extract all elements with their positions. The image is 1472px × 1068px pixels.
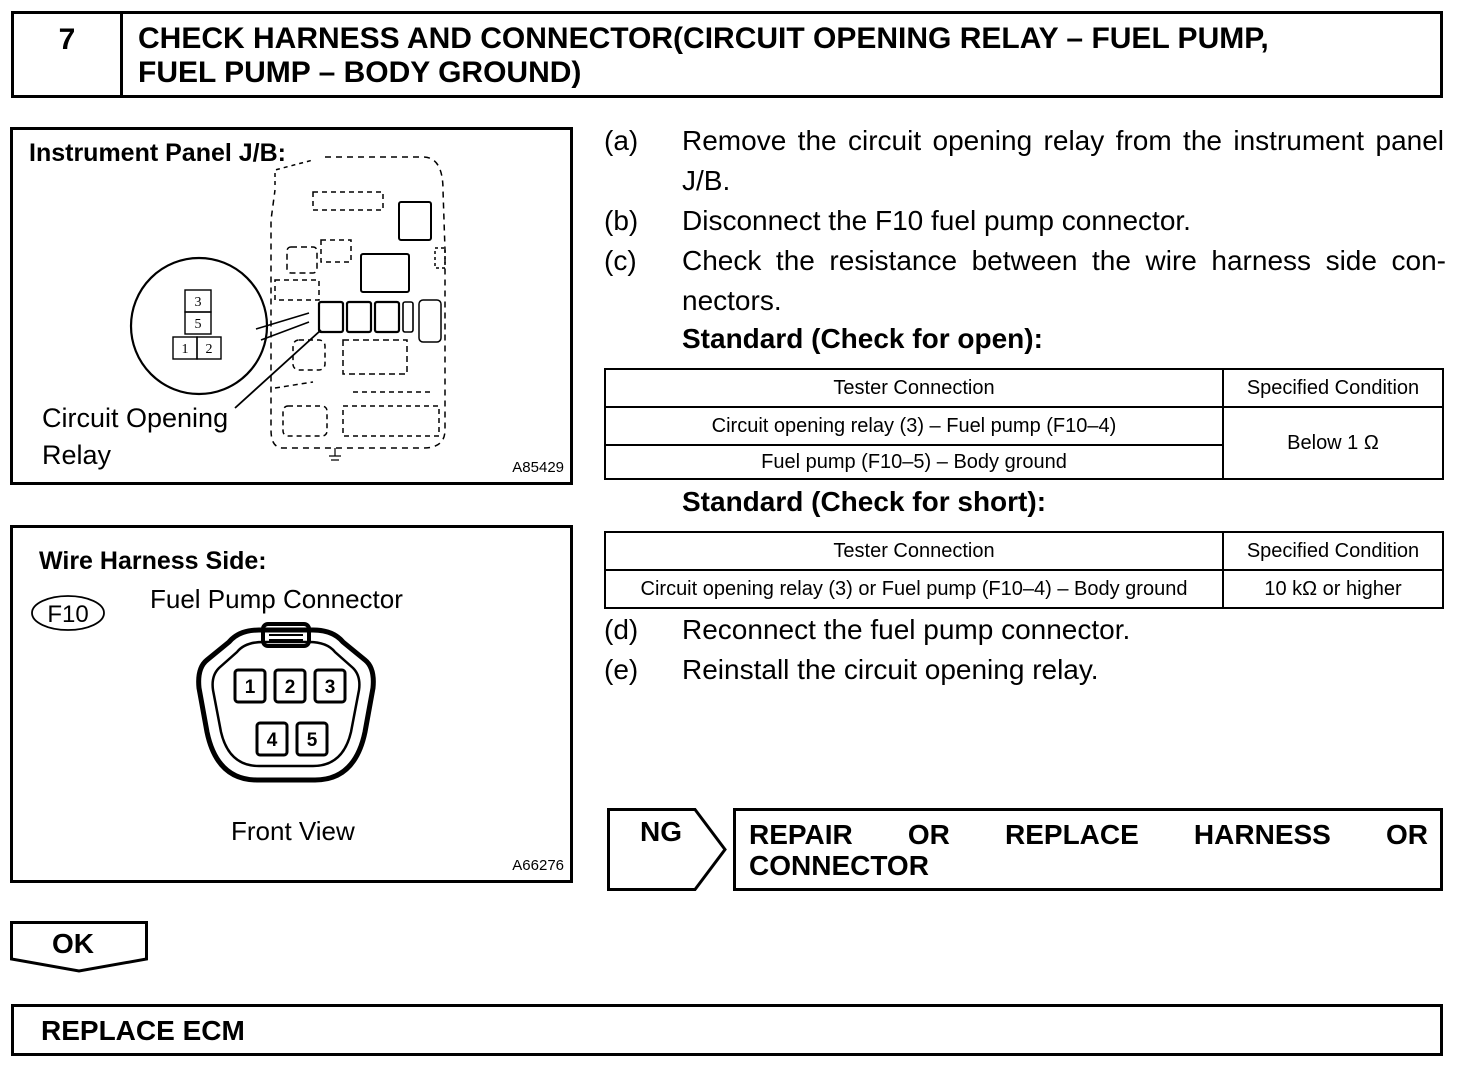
- relay-pin-1: 1: [182, 342, 189, 357]
- callout-line1: Circuit Opening: [42, 403, 229, 433]
- standard-open-table: Tester Connection Specified Condition Ci…: [604, 368, 1444, 480]
- header-specified-condition: Specified Condition: [1222, 531, 1444, 571]
- tester-connection-cell: Fuel pump (F10–5) – Body ground: [604, 444, 1224, 480]
- ok-action: REPLACE ECM: [41, 1015, 245, 1046]
- ok-tag: OK: [10, 921, 148, 973]
- connector-id: F10: [47, 601, 88, 628]
- fuel-pump-connector-diagram: 1 2 3 4 5 F10: [31, 595, 376, 783]
- step-text: Check the resistance between the wire ha…: [682, 245, 1446, 316]
- step-header: 7 CHECK HARNESS AND CONNECTOR(CIRCUIT OP…: [11, 11, 1443, 98]
- ng-action-line2: CONNECTOR: [749, 850, 929, 881]
- figure1-code: A85429: [512, 459, 564, 476]
- connector-pin-2: 2: [285, 677, 296, 698]
- standard-short-label: Standard (Check for short):: [682, 486, 1047, 517]
- junction-block-diagram: 3 5 1 2: [129, 156, 446, 461]
- tester-connection-cell: Circuit opening relay (3) – Fuel pump (F…: [604, 406, 1224, 446]
- relay-pin-3: 3: [195, 295, 202, 310]
- step-letter: (e): [604, 654, 639, 685]
- step-letter: (a): [604, 125, 639, 156]
- connector-pin-4: 4: [267, 730, 278, 751]
- figure-wire-harness-side: 1 2 3 4 5 F10 Wire Harness Side: Fuel Pu…: [10, 525, 573, 883]
- connector-pin-1: 1: [245, 677, 256, 698]
- standard-open-label: Standard (Check for open):: [682, 323, 1043, 354]
- relay-pin-2: 2: [206, 342, 213, 357]
- table-header-row: Tester Connection Specified Condition: [604, 368, 1444, 408]
- step-text: Disconnect the F10 fuel pump connector.: [682, 205, 1191, 236]
- ng-label: NG: [640, 816, 682, 847]
- step-letter: (d): [604, 614, 639, 645]
- table-header-row: Tester Connection Specified Condition: [604, 531, 1444, 571]
- ok-arrow-shape: [10, 921, 148, 973]
- ng-tag: NG: [607, 808, 727, 891]
- header-specified-condition: Specified Condition: [1222, 368, 1444, 408]
- standard-short-table: Tester Connection Specified Condition Ci…: [604, 531, 1444, 609]
- tester-connection-cell: Circuit opening relay (3) or Fuel pump (…: [604, 569, 1224, 609]
- view-label: Front View: [231, 816, 355, 846]
- ok-label: OK: [52, 928, 94, 959]
- step-title-line1: CHECK HARNESS AND CONNECTOR(CIRCUIT OPEN…: [138, 22, 1269, 55]
- relay-pin-5: 5: [195, 317, 202, 332]
- header-tester-connection: Tester Connection: [604, 531, 1224, 571]
- ng-action-box: REPAIR OR REPLACE HARNESS OR CONNECTOR: [733, 808, 1443, 891]
- step-letter: (c): [604, 245, 637, 276]
- figure1-label: Instrument Panel J/B:: [29, 139, 286, 167]
- ng-action-line1: REPAIR OR REPLACE HARNESS OR: [749, 819, 1428, 850]
- specified-condition-cell: Below 1 Ω: [1222, 406, 1444, 480]
- ok-action-box: REPLACE ECM: [11, 1004, 1443, 1056]
- table-row: Fuel pump (F10–5) – Body ground: [604, 444, 1443, 480]
- ng-arrow-shape: [607, 808, 727, 891]
- connector-pin-5: 5: [307, 730, 318, 751]
- connector-name: Fuel Pump Connector: [150, 584, 403, 614]
- figure2-label: Wire Harness Side:: [39, 547, 267, 575]
- table-row: Circuit opening relay (3) – Fuel pump (F…: [604, 406, 1444, 480]
- step-text: Reconnect the fuel pump connector.: [682, 614, 1131, 645]
- step-text: Remove the circuit opening relay from th…: [682, 125, 1444, 196]
- table-row: Circuit opening relay (3) or Fuel pump (…: [604, 569, 1444, 609]
- step-letter: (b): [604, 205, 639, 236]
- connector-pin-3: 3: [325, 677, 336, 698]
- step-title-line2: FUEL PUMP – BODY GROUND): [138, 56, 582, 89]
- header-tester-connection: Tester Connection: [604, 368, 1224, 408]
- specified-condition-cell: 10 kΩ or higher: [1222, 569, 1444, 609]
- step-number: 7: [14, 14, 123, 95]
- step-text: Reinstall the circuit opening relay.: [682, 654, 1099, 685]
- figure2-code: A66276: [512, 857, 564, 874]
- step-title: CHECK HARNESS AND CONNECTOR(CIRCUIT OPEN…: [138, 22, 1420, 90]
- figure-instrument-panel-jb: 3 5 1 2 Instrument Panel J/B: Circuit Op…: [10, 127, 573, 485]
- callout-line2: Relay: [42, 440, 112, 470]
